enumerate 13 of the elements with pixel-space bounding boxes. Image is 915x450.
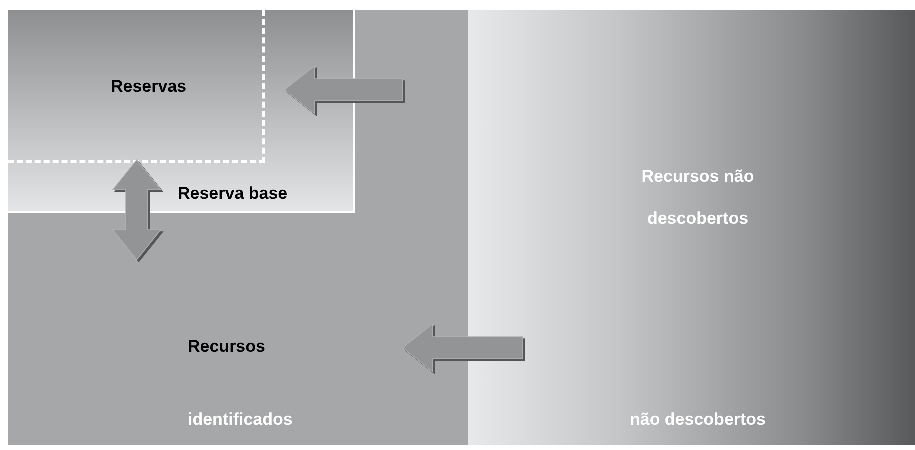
region-label: Reservas: [111, 77, 187, 97]
region-label: Recursos não descobertos: [640, 166, 756, 230]
region-panel: [8, 10, 468, 445]
region-panel: [468, 10, 915, 445]
block-arrow: [112, 159, 162, 261]
reserves-area: [8, 10, 265, 163]
region-label: não descobertos: [630, 410, 766, 430]
block-arrow: [402, 323, 524, 373]
region-label: identificados: [188, 410, 293, 430]
block-arrow: [284, 65, 404, 115]
region-label: Reserva base: [178, 184, 288, 204]
reserve-base-area: [8, 10, 355, 213]
region-label: Recursos: [188, 337, 266, 357]
